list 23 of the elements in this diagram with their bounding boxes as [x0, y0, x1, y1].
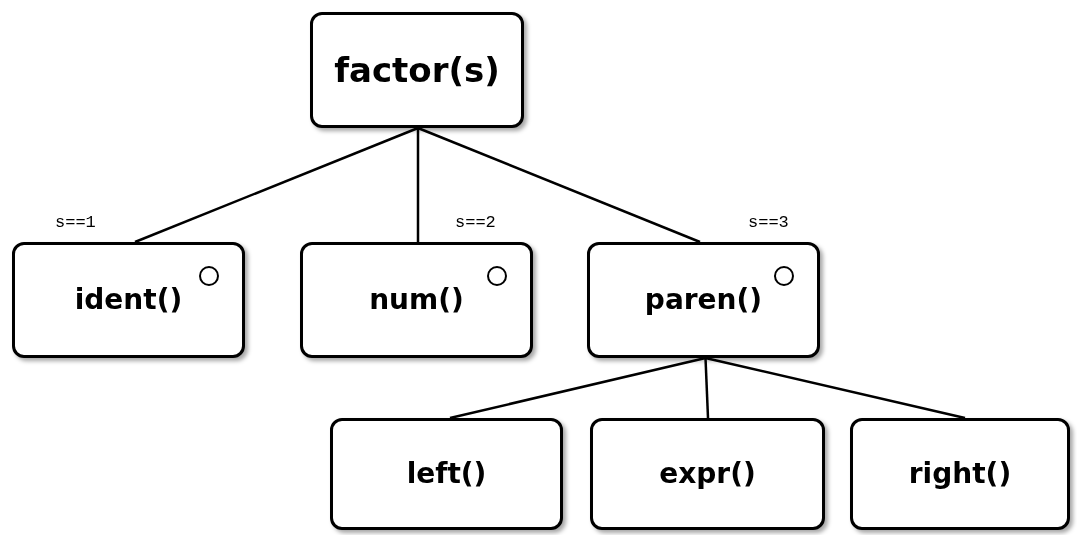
function-name: paren()	[644, 282, 763, 318]
function-box	[590, 418, 825, 530]
function-name: factor(s)	[334, 48, 500, 92]
function-box	[12, 242, 245, 358]
function-box	[330, 418, 563, 530]
function-name: ident()	[74, 282, 183, 318]
connector-line	[134, 126, 419, 244]
connector-line	[417, 126, 701, 244]
condition-label: s==1	[55, 212, 96, 234]
connector-line	[705, 356, 966, 420]
connector-line	[416, 128, 420, 242]
connector-line	[449, 356, 706, 420]
condition-label: s==2	[455, 212, 496, 234]
function-box	[300, 242, 533, 358]
function-box	[310, 12, 524, 128]
function-name: left()	[406, 456, 487, 492]
function-box	[587, 242, 820, 358]
function-box	[850, 418, 1070, 530]
function-name: num()	[369, 282, 464, 318]
function-name: right()	[908, 456, 1012, 492]
connector-line	[704, 357, 710, 419]
condition-label: s==3	[748, 212, 789, 234]
function-name: expr()	[659, 456, 756, 492]
